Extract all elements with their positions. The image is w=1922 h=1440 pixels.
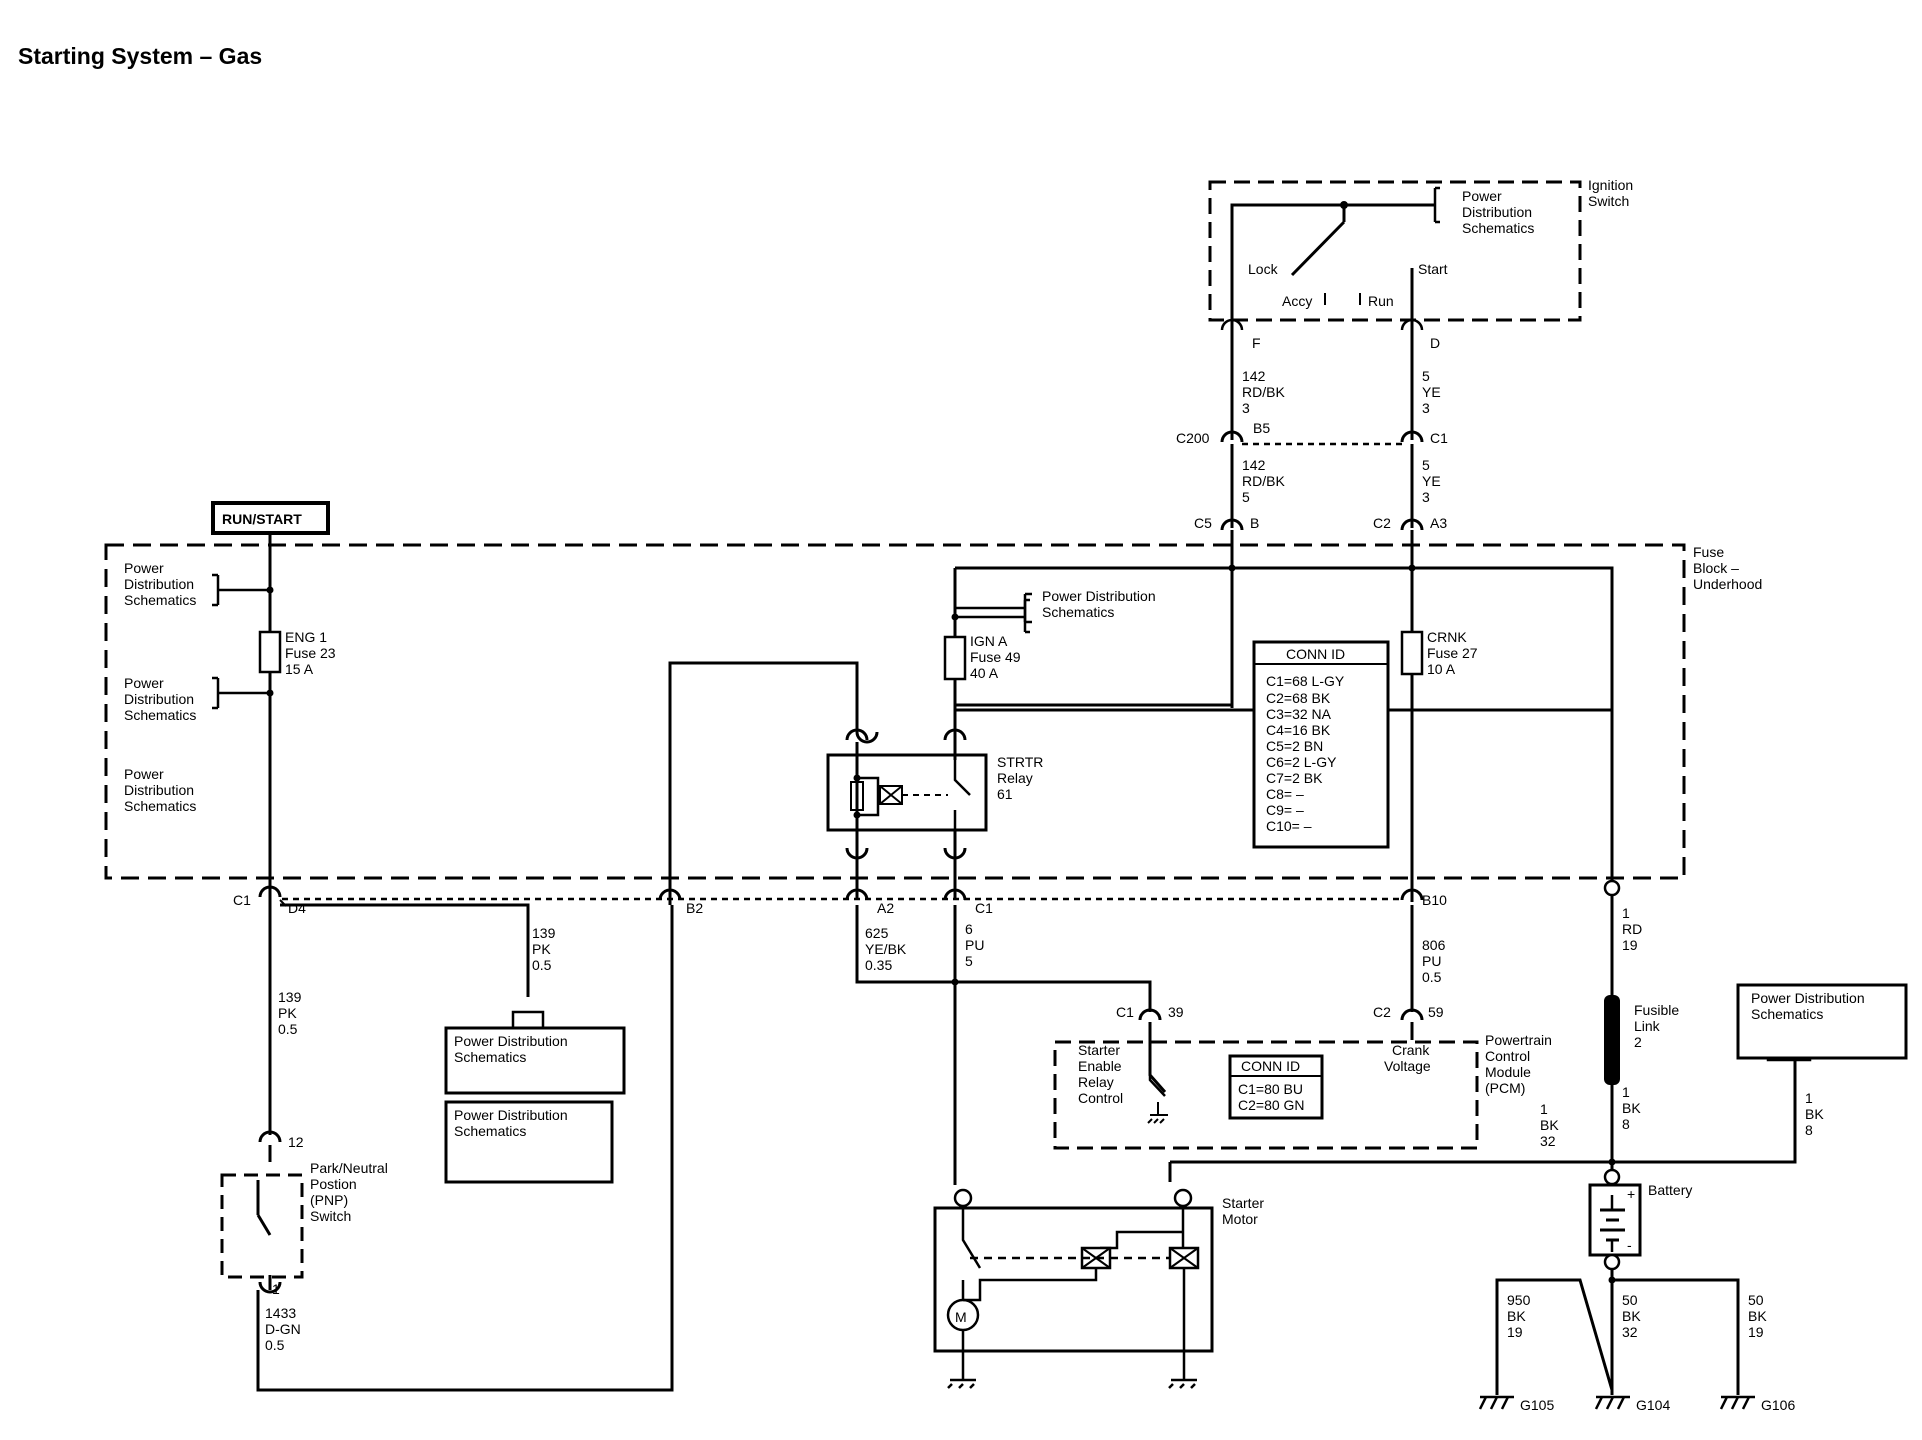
fuse-block-wiring — [953, 566, 1614, 900]
ground-g104: G104 — [1636, 1397, 1670, 1413]
svg-text:CONN ID: CONN ID — [1241, 1058, 1300, 1074]
pd-box-1: Power Distribution Schematics — [454, 1033, 572, 1065]
battery-plus: + — [1627, 1186, 1635, 1202]
svg-text:C1=80 BU C2=80 GN: C1=80 BU C2=80 GN — [1238, 1081, 1307, 1113]
lock-label: Lock — [1248, 261, 1279, 277]
connector-pin-1: 1 — [272, 1281, 280, 1297]
connector-c2: C2 — [1373, 515, 1391, 531]
terminal-d: D — [1430, 335, 1440, 351]
connector-b5: B5 — [1253, 420, 1270, 436]
svg-text:CONN ID: CONN ID — [1286, 646, 1345, 662]
battery-label: Battery — [1648, 1182, 1692, 1198]
connector-pin-59: 59 — [1428, 1004, 1444, 1020]
pnp-switch-outline — [220, 1173, 304, 1279]
connector-c1-left: C1 — [233, 892, 251, 908]
pd-boxes — [444, 983, 1908, 1184]
connector-pin-12: 12 — [288, 1134, 304, 1150]
connector-d4: D4 — [288, 900, 306, 916]
connector-c1-relay: C1 — [975, 900, 993, 916]
ground-symbols — [1478, 1395, 1755, 1410]
svg-text:RUN/START: RUN/START — [222, 511, 302, 527]
connector-c5: C5 — [1194, 515, 1212, 531]
starter-motor — [933, 1188, 1214, 1389]
svg-text:C1=68 L-GY C2=68 BK: C1=68 L-GY C2=68 BK C3=32 NA C4=16 BK C5… — [1266, 673, 1348, 834]
ign-a-fuse-symbol — [943, 635, 967, 681]
connector-c1-pcm: C1 — [1116, 1004, 1134, 1020]
connector-c2-pcm: C2 — [1373, 1004, 1391, 1020]
fusible-link — [1603, 879, 1621, 1085]
connector-c200: C200 — [1176, 430, 1210, 446]
connector-c1-top: C1 — [1430, 430, 1448, 446]
crnk-fuse-symbol — [1400, 630, 1424, 676]
page-title: Starting System – Gas — [18, 43, 262, 69]
run-label: Run — [1368, 293, 1394, 309]
connector-a2: A2 — [877, 900, 894, 916]
run-start-box: RUN/START — [211, 501, 330, 555]
eng1-fuse-symbol — [258, 630, 282, 674]
fuses — [258, 630, 1424, 681]
start-label: Start — [1418, 261, 1448, 277]
connector-b: B — [1250, 515, 1259, 531]
connector-pin-39: 39 — [1168, 1004, 1184, 1020]
pd-box-3: Power Distribution Schematics — [1751, 990, 1869, 1022]
fuse-block-conn-id: CONN ID C1=68 L-GY C2=68 BK C3=32 NA C4=… — [1252, 640, 1390, 849]
accy-label: Accy — [1282, 293, 1312, 309]
battery — [1588, 1168, 1642, 1271]
ignition-switch — [1208, 180, 1582, 331]
battery-minus: - — [1627, 1237, 1632, 1253]
connector-b2: B2 — [686, 900, 703, 916]
pcm: CONN ID C1=80 BU C2=80 GN — [1053, 1040, 1479, 1150]
motor-symbol: M — [955, 1309, 967, 1325]
fuse-block-outline — [104, 543, 1686, 880]
ground-g105: G105 — [1520, 1397, 1554, 1413]
splice-points — [266, 564, 1616, 1284]
pd-box-2: Power Distribution Schematics — [454, 1107, 572, 1139]
terminal-f: F — [1252, 335, 1261, 351]
ignition-switch-label: Ignition Switch — [1588, 177, 1637, 209]
connector-a3: A3 — [1430, 515, 1447, 531]
ignition-pd-ref: Power Distribution Schematics — [1462, 188, 1536, 236]
connector-b10: B10 — [1422, 892, 1447, 908]
ground-g106: G106 — [1761, 1397, 1795, 1413]
strtr-relay — [826, 742, 988, 848]
